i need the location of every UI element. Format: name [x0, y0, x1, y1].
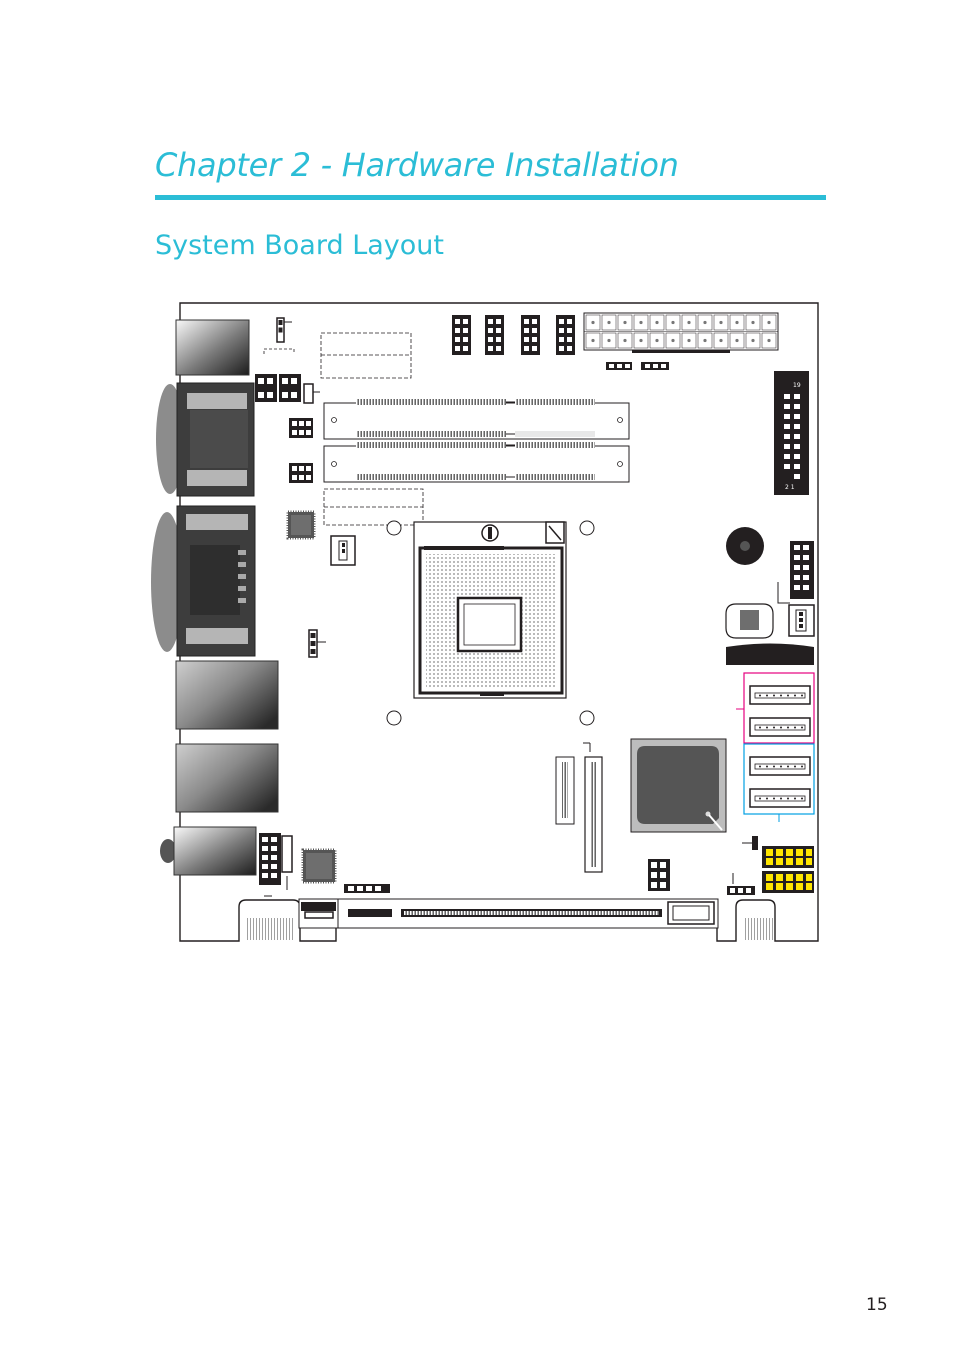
com-header-right: 19 2 1 [774, 371, 809, 495]
top-headers [452, 315, 575, 355]
sata-group-a-outline [743, 672, 815, 744]
ide-connector [555, 742, 603, 873]
buzzer [725, 603, 774, 639]
atx-power-connector [583, 312, 779, 353]
sata-port-3 [749, 756, 811, 776]
sata-port-2 [749, 717, 811, 737]
audio-jack [160, 826, 257, 876]
section-title: System Board Layout [155, 230, 444, 261]
pin-label-19: 19 [793, 382, 801, 389]
lan-port-2 [175, 743, 279, 813]
front-panel-headers [762, 846, 814, 893]
page-number: 15 [866, 1295, 888, 1315]
sata-port-4 [749, 788, 811, 808]
pin-label-2-1: 2 1 [785, 484, 795, 491]
title-rule [155, 195, 826, 200]
dimm-slot-2 [323, 442, 630, 483]
cpu-socket [386, 520, 595, 726]
pcie-slot [298, 898, 719, 929]
serial-port-2 [151, 505, 256, 657]
chapter-title: Chapter 2 - Hardware Installation [155, 146, 679, 184]
chipset [630, 738, 727, 833]
usb-port-top [175, 319, 250, 376]
serial-port-1 [156, 382, 255, 497]
sata-port-1 [749, 685, 811, 705]
dimm-slot-1 [323, 399, 630, 440]
battery [726, 527, 764, 565]
lan-port-1 [175, 660, 279, 730]
